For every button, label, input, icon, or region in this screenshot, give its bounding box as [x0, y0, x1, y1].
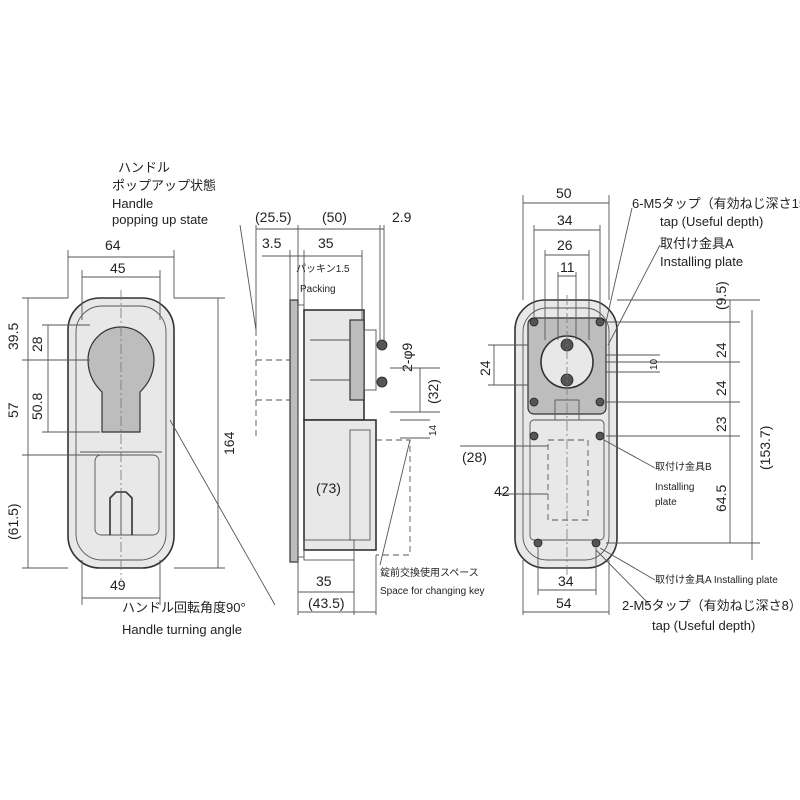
dim-side-50: (50) — [322, 209, 347, 225]
back-inner — [522, 307, 610, 561]
label-popup-jp-2: ポップアップ状態 — [112, 178, 216, 193]
label-packing-jp: パッキン1.5 — [296, 263, 350, 275]
dim-back-64-5: 64.5 — [713, 485, 729, 512]
tap-hole-6 — [591, 538, 601, 548]
dim-back-54: 54 — [556, 595, 572, 611]
plate-b — [529, 419, 605, 541]
front-view: 64 45 49 39.5 57 (61.5) 28 50.8 164 ハンドル… — [5, 237, 276, 637]
side-screw-top — [376, 339, 388, 351]
dim-back-24-left: 24 — [477, 360, 493, 376]
label-plateB-jp: 取付け金具B — [655, 460, 712, 473]
side-bottom-rim — [303, 539, 355, 561]
tap-hole-1 — [529, 317, 539, 327]
side-lock-cylinder — [349, 429, 371, 541]
dim-front-45: 45 — [110, 260, 126, 276]
label-plateA-jp: 取付け金具A — [660, 236, 734, 251]
label-tap6-jp: 6-M5タップ（有効ねじ深さ15） — [632, 196, 800, 211]
side-cam — [363, 329, 377, 391]
dim-side-3-5: 3.5 — [262, 235, 282, 251]
tap-hole-7 — [529, 431, 539, 441]
key-space-dash — [376, 439, 411, 556]
dim-front-64: 64 — [105, 237, 121, 253]
dim-back-42: 42 — [494, 483, 510, 499]
label-keyspace-en: Space for changing key — [380, 586, 485, 597]
label-popup-en-1: Handle — [112, 196, 153, 211]
dim-front-61-5: (61.5) — [5, 503, 21, 540]
dim-back-34-top: 34 — [557, 212, 573, 228]
side-view: (25.5) (50) 2.9 3.5 35 パッキン1.5 Packing 2… — [112, 160, 485, 615]
dim-back-24a: 24 — [713, 342, 729, 358]
label-plateB-en-1: Installing — [655, 482, 694, 493]
label-tap2-jp: 2-M5タップ（有効ねじ深さ8） — [622, 598, 800, 613]
tap-hole-2 — [595, 317, 605, 327]
tap-hole-5 — [533, 538, 543, 548]
dim-front-50-8: 50.8 — [29, 393, 45, 420]
turning-leader — [169, 419, 276, 606]
label-plateA-en: Installing plate — [660, 254, 743, 269]
popup-handle-ghost — [255, 330, 290, 440]
side-flange — [289, 299, 299, 563]
side-packing — [297, 304, 305, 558]
dim-side-35-bot: 35 — [316, 573, 332, 589]
dim-side-35-top: 35 — [318, 235, 334, 251]
dim-back-26: 26 — [557, 237, 573, 253]
label-plateB-en-2: plate — [655, 497, 677, 508]
dim-back-10: 10 — [649, 358, 660, 370]
tap-hole-4 — [595, 397, 605, 407]
dim-back-153-7: (153.7) — [757, 426, 773, 470]
label-plateA2: 取付け金具A Installing plate — [655, 573, 778, 586]
dim-side-14: 14 — [428, 424, 439, 436]
label-turning-en: Handle turning angle — [122, 622, 242, 637]
dim-front-39-5: 39.5 — [5, 323, 21, 350]
dim-front-49: 49 — [110, 577, 126, 593]
dim-side-2-9: 2.9 — [392, 209, 412, 225]
dim-side-phi9: 2-φ9 — [399, 342, 415, 372]
label-popup-jp-1: ハンドル — [118, 160, 170, 175]
dim-side-32: (32) — [425, 379, 441, 404]
side-screw-bottom — [376, 376, 388, 388]
tap-hole-3 — [529, 397, 539, 407]
plate-b-dashed — [547, 439, 589, 521]
dim-back-9-5: (9.5) — [713, 281, 729, 310]
dim-front-28: 28 — [29, 336, 45, 352]
side-lower-body — [303, 419, 377, 551]
handle-cavity — [94, 454, 160, 536]
dim-back-23: 23 — [713, 416, 729, 432]
dim-side-73: (73) — [316, 480, 341, 496]
dim-back-28: (28) — [462, 449, 487, 465]
dim-back-34-bot: 34 — [558, 573, 574, 589]
dim-back-50: 50 — [556, 185, 572, 201]
back-view: 50 34 26 11 (9.5) 24 24 23 64.5 (153.7) … — [460, 185, 800, 633]
tap-hole-8 — [595, 431, 605, 441]
dim-side-25-5: (25.5) — [255, 209, 292, 225]
label-turning-jp: ハンドル回転角度90° — [122, 600, 246, 615]
label-packing-en: Packing — [300, 284, 336, 295]
label-keyspace-jp: 錠前交換使用スペース — [380, 566, 479, 579]
dim-front-57: 57 — [5, 402, 21, 418]
dim-back-11: 11 — [560, 259, 575, 275]
handle-keyhole[interactable] — [87, 326, 155, 433]
label-popup-en-2: popping up state — [112, 212, 208, 227]
side-boss — [349, 319, 365, 401]
label-tap2-en: tap (Useful depth) — [652, 618, 755, 633]
label-tap6-en: tap (Useful depth) — [660, 214, 763, 229]
dim-front-164: 164 — [221, 431, 237, 455]
dim-side-43-5: (43.5) — [308, 595, 345, 611]
dim-back-24b: 24 — [713, 380, 729, 396]
